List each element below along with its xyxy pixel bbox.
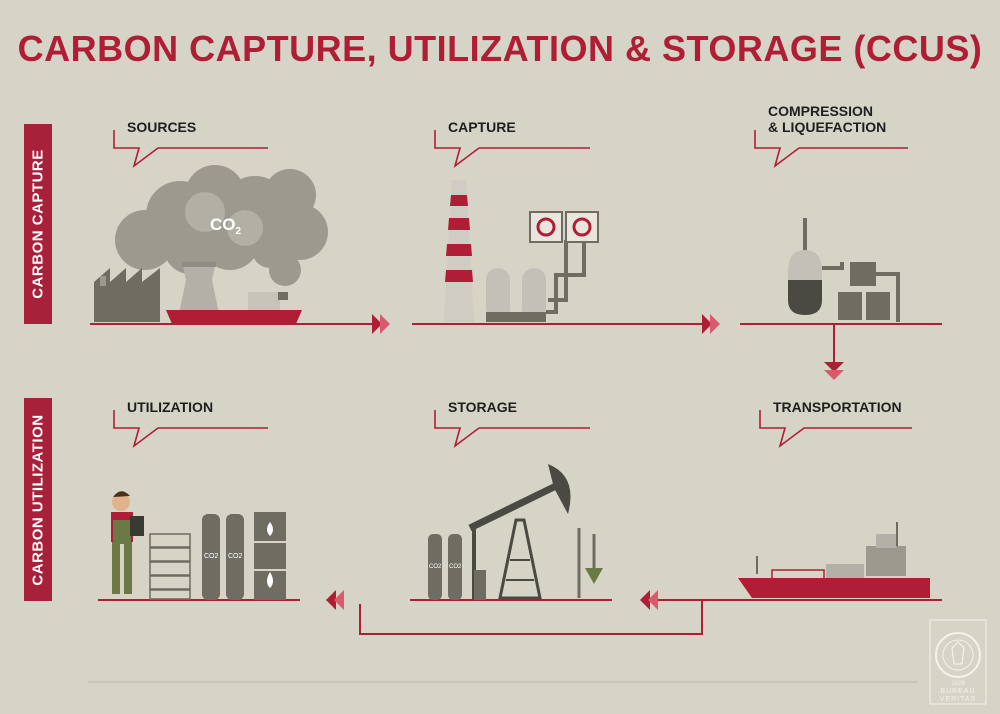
flow-arrows (90, 314, 942, 635)
pumpjack-beam (468, 482, 558, 532)
page-title: CARBON CAPTURE, UTILIZATION & STORAGE (C… (17, 28, 983, 69)
step-label-utilization: UTILIZATION (127, 399, 214, 415)
step-label-sources: SOURCES (127, 119, 197, 135)
bureau-veritas-logo: 1828 BUREAU VERITAS (929, 619, 987, 705)
callout-capture (434, 130, 590, 169)
storage-illustration: CO2 CO2 (428, 464, 603, 600)
co2-cylinder-icon (202, 514, 220, 600)
logo-name-line1: BUREAU (940, 688, 975, 695)
logo-year: 1828 (951, 681, 965, 687)
tank-icon (866, 292, 890, 320)
oil-drop-icon (267, 522, 273, 536)
factory-icon (94, 268, 160, 322)
tanker-ship-icon (166, 310, 302, 324)
callout-utilization (113, 410, 268, 449)
cylinder-label: CO2 (228, 553, 243, 560)
step-label-compression: COMPRESSION & LIQUEFACTION (768, 103, 886, 135)
fan-unit-icon (529, 211, 563, 243)
callout-sources (113, 130, 268, 169)
co2-cylinder-icon (428, 534, 442, 600)
tank-icon (850, 262, 876, 286)
oil-drop-icon (267, 572, 273, 588)
concrete-blocks-icon (149, 533, 191, 600)
logo-name-line2: VERITAS (940, 696, 976, 703)
absorber-tank-icon (486, 268, 510, 320)
step-label-capture: CAPTURE (448, 119, 516, 135)
label-callouts (113, 130, 912, 449)
stripper-tank-icon (522, 268, 546, 320)
ship-cabin (248, 292, 280, 312)
cylinder-label: CO2 (204, 553, 219, 560)
compression-illustration (788, 218, 900, 322)
transportation-illustration (738, 522, 930, 598)
callout-transportation (759, 410, 912, 449)
ship-bridge (866, 546, 906, 576)
smoke-highlight (185, 192, 263, 246)
fan-unit-icon (565, 211, 599, 243)
capture-illustration (444, 180, 599, 322)
pumpjack-head (548, 464, 571, 514)
section-carbon-capture: CARBON CAPTURE (24, 124, 52, 324)
cylinder-label: CO2 (449, 564, 462, 570)
callout-storage (434, 410, 590, 449)
co2-cylinder-icon (448, 534, 462, 600)
step-label-storage: STORAGE (448, 399, 517, 415)
worker-head (112, 493, 130, 511)
callout-compression (754, 130, 908, 169)
sources-illustration: CO2 (94, 165, 328, 324)
pumpjack-derrick-icon (498, 518, 542, 600)
co2-cylinder-icon (226, 514, 244, 600)
step-label-transportation: TRANSPORTATION (773, 399, 902, 415)
step-label-compression-line2: & LIQUEFACTION (768, 119, 887, 135)
step-label-compression-line1: COMPRESSION (768, 103, 874, 119)
co2-cloud-label: CO2 (210, 215, 242, 237)
utilization-illustration: CO2 CO2 (111, 491, 286, 600)
clipboard-icon (130, 516, 144, 536)
tank-icon (838, 292, 862, 320)
section-carbon-utilization: CARBON UTILIZATION (24, 398, 52, 601)
smoke-cloud (115, 165, 328, 286)
cylinder-label: CO2 (429, 564, 442, 570)
down-arrow-icon (585, 568, 603, 584)
cooling-tower-icon (178, 262, 220, 318)
tanker-ship-icon (738, 578, 930, 598)
